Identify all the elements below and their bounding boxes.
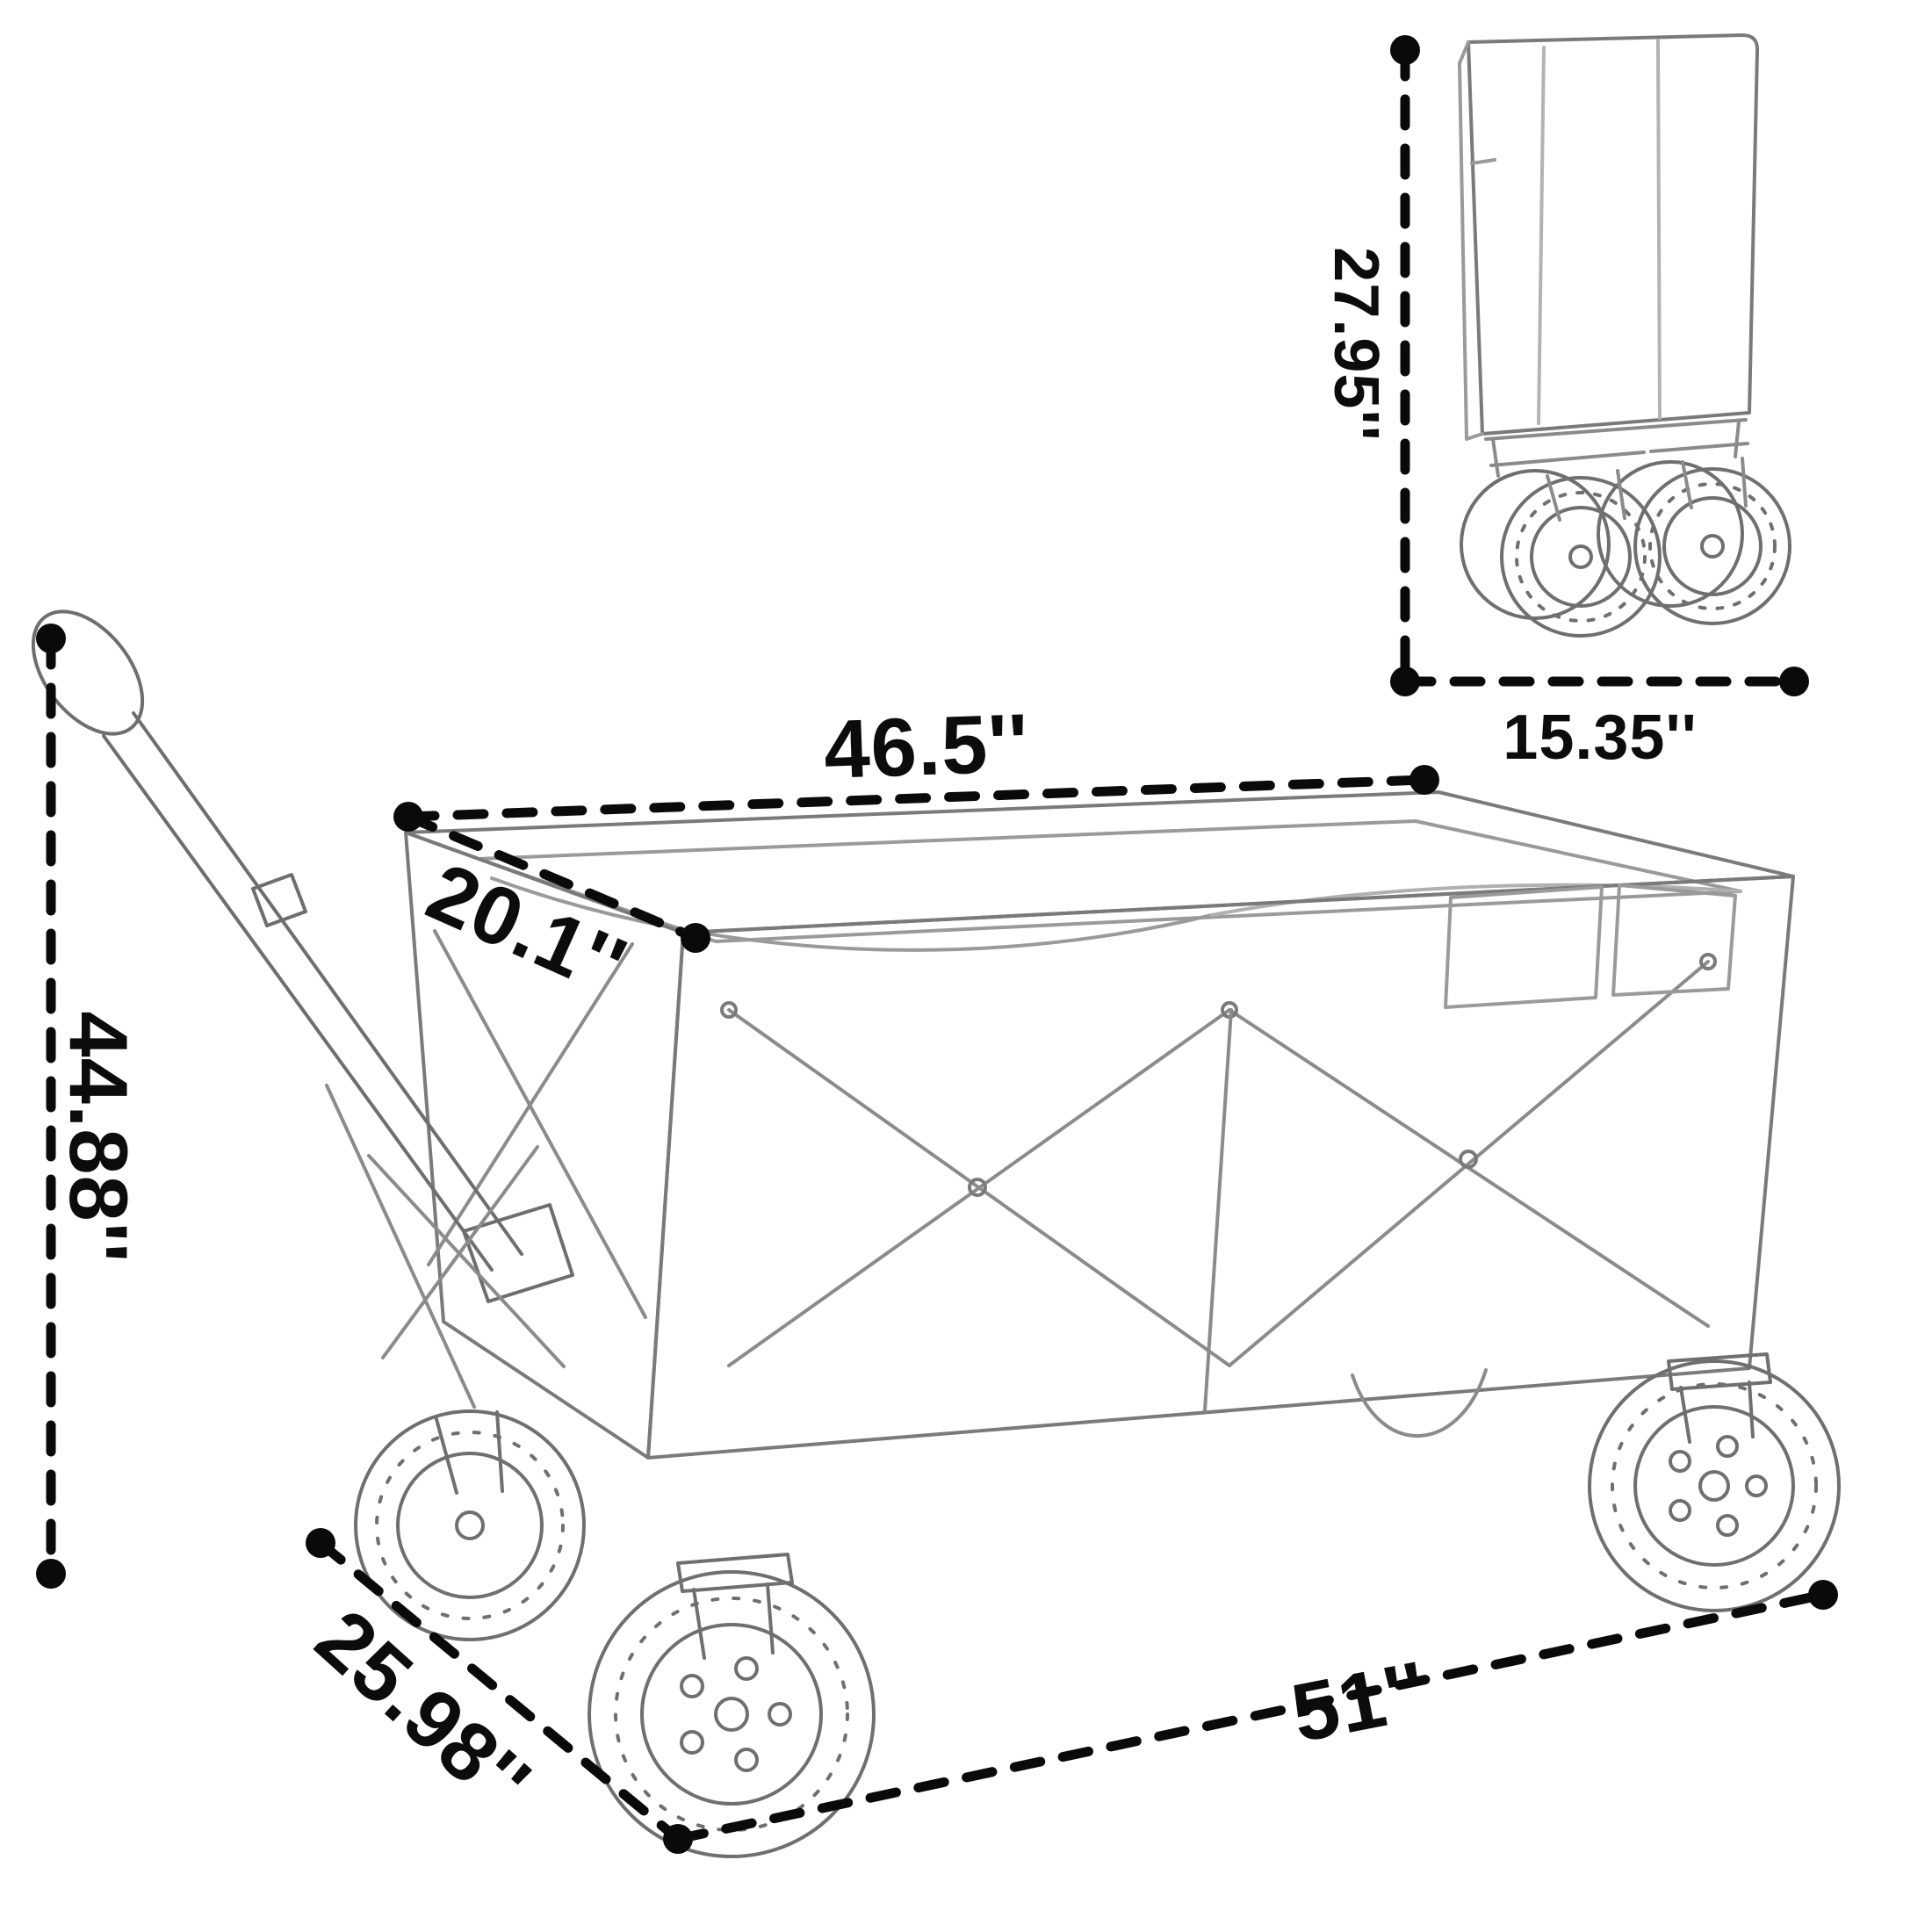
folded-wagon-wheels bbox=[1460, 457, 1791, 638]
dim-label-height: 44.88'' bbox=[53, 1011, 145, 1264]
dimension-endpoint-dots bbox=[36, 35, 1838, 1854]
dim-label-top-width: 46.5'' bbox=[822, 696, 1031, 797]
dim-line-top-depth bbox=[403, 811, 701, 943]
dim-line-top-width bbox=[403, 775, 1430, 822]
wagon-wheels bbox=[354, 1352, 1841, 1858]
dim-label-folded-height: 27.95'' bbox=[1321, 247, 1391, 442]
wagon-fold-mechanism bbox=[325, 1084, 566, 1409]
dim-line-bottom-depth bbox=[315, 1538, 683, 1844]
wagon-sketch bbox=[31, 609, 1841, 1858]
folded-wagon-body bbox=[1467, 33, 1760, 436]
wagon-side-pockets bbox=[1444, 883, 1737, 1009]
dim-label-folded-width: 15.35'' bbox=[1503, 703, 1698, 773]
dimension-lines bbox=[46, 45, 1828, 1844]
folded-wagon-sketch bbox=[1458, 33, 1791, 638]
wagon-cross-braces bbox=[727, 960, 1710, 1367]
wagon-front-panel bbox=[646, 875, 1795, 1460]
dim-line-bottom-length bbox=[673, 1590, 1828, 1844]
